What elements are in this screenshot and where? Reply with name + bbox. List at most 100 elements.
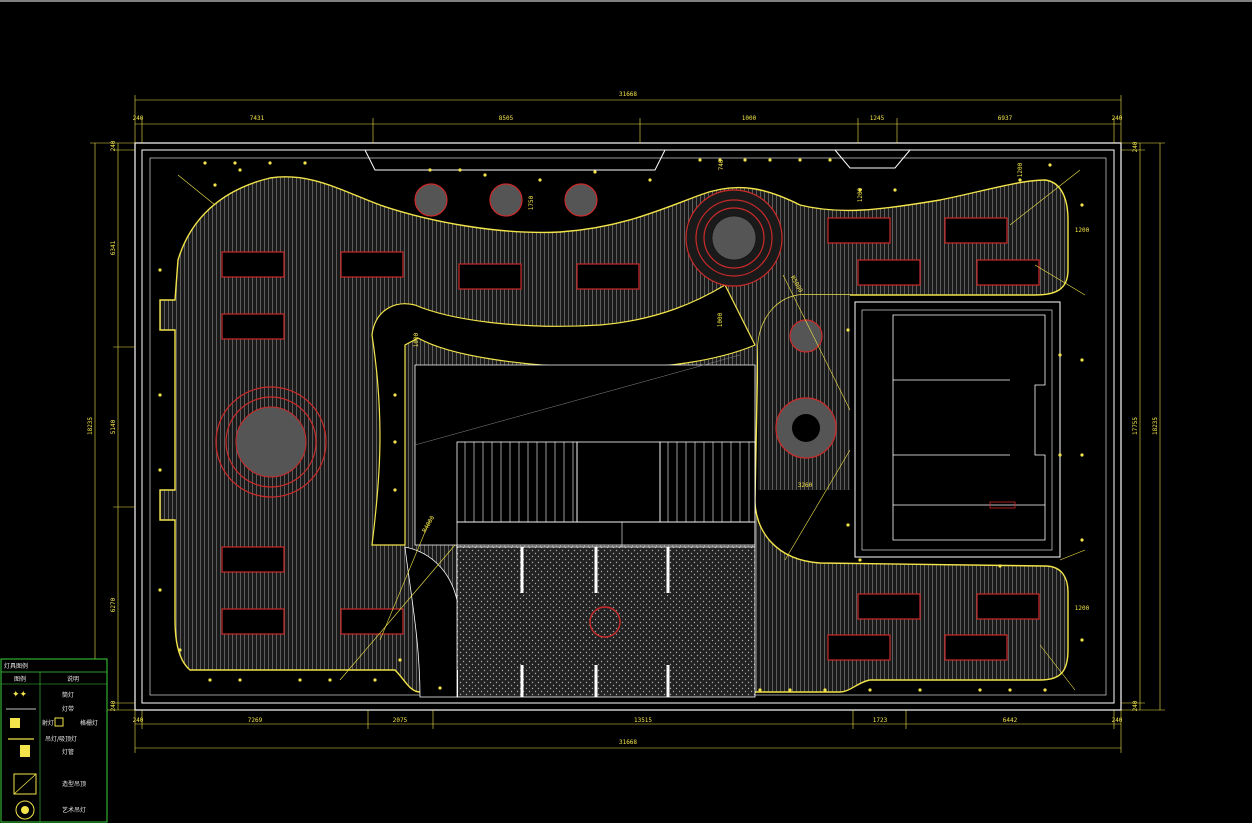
table bbox=[944, 634, 1008, 661]
round-light bbox=[789, 319, 823, 353]
spot-light bbox=[393, 440, 397, 444]
interior-label: 1200 bbox=[857, 187, 864, 202]
svg-text:艺术吊灯: 艺术吊灯 bbox=[62, 806, 86, 814]
table bbox=[944, 217, 1008, 244]
right-overall-dimension: 18235 bbox=[1152, 417, 1159, 435]
left-dim-3: 6270 bbox=[110, 597, 117, 612]
top-dim-0: 240 bbox=[133, 115, 144, 122]
interior-label: 1000 bbox=[717, 312, 724, 327]
table bbox=[976, 593, 1040, 620]
bottom-dim-1: 7269 bbox=[248, 717, 263, 724]
spot-light bbox=[743, 158, 747, 162]
service-core bbox=[854, 301, 1061, 558]
legend-row: 灯带 bbox=[6, 705, 74, 713]
right-dimension-lines bbox=[1121, 142, 1165, 711]
spot-light bbox=[178, 648, 182, 652]
large-chandelier-left bbox=[215, 386, 327, 498]
svg-text:筒灯: 筒灯 bbox=[62, 691, 74, 699]
bottom-dim-3: 13515 bbox=[634, 717, 652, 724]
spot-light bbox=[1058, 353, 1062, 357]
legend-row: 吊灯/吸顶灯 bbox=[8, 735, 77, 743]
table bbox=[221, 608, 285, 635]
round-fixtures bbox=[215, 183, 837, 498]
spot-light bbox=[893, 188, 897, 192]
top-notch-right bbox=[834, 149, 911, 169]
service-core-inner bbox=[861, 309, 1053, 551]
spot-light bbox=[458, 168, 462, 172]
bottom-dim-2: 2075 bbox=[393, 717, 408, 724]
light-icon: ✦✦ bbox=[12, 690, 28, 700]
left-dim-1: 6341 bbox=[110, 240, 117, 255]
interior-label: 1000 bbox=[413, 332, 420, 347]
interior-label: 3260 bbox=[798, 482, 813, 489]
svg-text:吊灯/吸顶灯: 吊灯/吸顶灯 bbox=[45, 735, 77, 743]
svg-text:灯带: 灯带 bbox=[62, 705, 74, 713]
hatch-box-icon bbox=[13, 773, 37, 795]
square-icon bbox=[10, 718, 20, 728]
top-notch bbox=[364, 149, 666, 171]
legend-title: 灯具图例 bbox=[4, 662, 28, 670]
spot-light bbox=[998, 564, 1002, 568]
legend: 灯具图例 图例 说明 ✦✦ 筒灯 灯带 射灯 格栅灯 吊灯/吸顶灯 灯管 bbox=[0, 658, 108, 823]
table bbox=[857, 593, 921, 620]
svg-text:射灯: 射灯 bbox=[42, 719, 54, 727]
top-dim-3: 1000 bbox=[742, 115, 757, 122]
spot-light bbox=[208, 678, 212, 682]
floor-circle bbox=[589, 606, 621, 638]
spot-light bbox=[298, 678, 302, 682]
top-dim-4: 1245 bbox=[870, 115, 885, 122]
top-dimension-lines bbox=[134, 95, 1122, 143]
table bbox=[340, 608, 404, 635]
spot-light bbox=[328, 678, 332, 682]
spot-light bbox=[203, 161, 207, 165]
top-dim-6: 240 bbox=[1112, 115, 1123, 122]
spot-light bbox=[1048, 163, 1052, 167]
spot-light bbox=[158, 268, 162, 272]
spot-light bbox=[1043, 688, 1047, 692]
spot-light bbox=[788, 688, 792, 692]
table bbox=[576, 263, 640, 290]
table bbox=[827, 217, 891, 244]
legend-row: 艺术吊灯 bbox=[15, 800, 86, 820]
round-light bbox=[489, 183, 523, 217]
dotted-floor bbox=[456, 546, 756, 698]
spot-light bbox=[1080, 538, 1084, 542]
spot-light bbox=[823, 688, 827, 692]
spot-light bbox=[758, 688, 762, 692]
right-inner-dimension: 17755 bbox=[1132, 417, 1139, 435]
spot-light bbox=[1080, 453, 1084, 457]
spot-light bbox=[213, 183, 217, 187]
bottom-dimension-lines bbox=[134, 710, 1122, 753]
top-dim-1: 7431 bbox=[250, 115, 265, 122]
table bbox=[221, 313, 285, 340]
spot-light bbox=[978, 688, 982, 692]
round-light bbox=[414, 183, 448, 217]
spot-light bbox=[1018, 178, 1022, 182]
table bbox=[221, 546, 285, 573]
chandelier-icon bbox=[15, 800, 35, 820]
top-dim-2: 8505 bbox=[499, 115, 514, 122]
right-dim-0: 240 bbox=[1132, 141, 1139, 152]
interior-label: 740 bbox=[718, 159, 725, 170]
spot-light bbox=[593, 170, 597, 174]
svg-text:灯管: 灯管 bbox=[62, 748, 74, 756]
interior-label: 1200 bbox=[1075, 605, 1090, 612]
right-dim-1: 240 bbox=[1132, 700, 1139, 711]
left-overall-dimension: 18235 bbox=[87, 417, 94, 435]
interior-label: 1200 bbox=[1017, 162, 1024, 177]
spot-light bbox=[238, 168, 242, 172]
table bbox=[857, 259, 921, 286]
legend-header-symbol: 图例 bbox=[14, 675, 26, 683]
spot-light bbox=[1080, 203, 1084, 207]
spot-light bbox=[268, 161, 272, 165]
spot-light bbox=[158, 588, 162, 592]
legend-row: 造型吊顶 bbox=[13, 773, 86, 795]
legend-row: 格栅灯 bbox=[54, 717, 98, 727]
svg-text:造型吊顶: 造型吊顶 bbox=[62, 780, 86, 788]
table bbox=[976, 259, 1040, 286]
bottom-overall-dimension: 31668 bbox=[619, 739, 637, 746]
spot-light bbox=[798, 158, 802, 162]
legend-row: 射灯 bbox=[10, 718, 54, 728]
spot-light bbox=[718, 158, 722, 162]
legend-header-label: 说明 bbox=[67, 675, 79, 683]
